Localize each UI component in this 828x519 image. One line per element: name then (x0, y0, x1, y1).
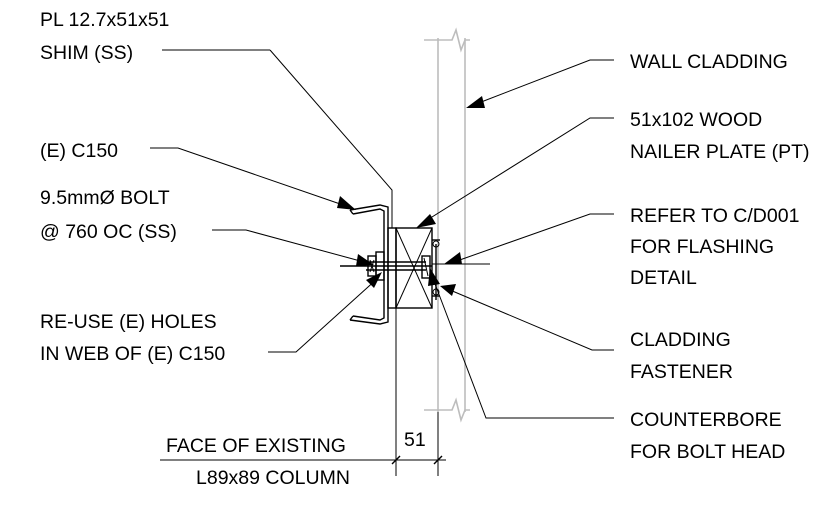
label-c150: (E) C150 (40, 140, 118, 162)
label-counter-line2: FOR BOLT HEAD (630, 441, 785, 463)
dimension-value: 51 (404, 429, 426, 451)
leader-wood-nailer (416, 117, 614, 228)
label-refer-line1: REFER TO C/D001 (630, 205, 799, 227)
wall-cladding (424, 27, 470, 423)
label-bolt-line1: 9.5mmØ BOLT (40, 187, 170, 209)
label-refer-line3: DETAIL (630, 267, 697, 289)
label-wood-line1: 51x102 WOOD (630, 109, 762, 131)
label-counter-line1: COUNTERBORE (630, 409, 782, 431)
leader-cladding-fastener (440, 284, 614, 351)
leader-wall-cladding (466, 59, 614, 108)
label-shim-line2: SHIM (SS) (40, 42, 133, 64)
leader-shim (162, 49, 393, 228)
cladding-fastener (432, 239, 440, 300)
label-reuse-line1: RE-USE (E) HOLES (40, 311, 217, 333)
leader-c150 (150, 147, 356, 210)
label-bolt-line2: @ 760 OC (SS) (40, 221, 177, 243)
bolt (340, 251, 432, 281)
label-shim-line1: PL 12.7x51x51 (40, 9, 169, 31)
label-face-line2: L89x89 COLUMN (196, 467, 350, 489)
leader-bolt (212, 229, 374, 266)
leader-reuse-holes (268, 272, 382, 353)
label-fastener-line2: FASTENER (630, 361, 733, 383)
leader-counterbore (428, 268, 614, 419)
label-wall-cladding: WALL CLADDING (630, 51, 788, 73)
label-face-line1: FACE OF EXISTING (166, 435, 346, 457)
leader-flashing (444, 213, 614, 264)
label-reuse-line2: IN WEB OF (E) C150 (40, 343, 225, 365)
label-refer-line2: FOR FLASHING (630, 236, 774, 258)
dimension-51: 51 (160, 308, 446, 476)
label-fastener-line1: CLADDING (630, 329, 731, 351)
shim-plate (387, 227, 397, 309)
wood-nailer-plate (395, 227, 433, 309)
label-wood-line2: NAILER PLATE (PT) (630, 141, 810, 163)
